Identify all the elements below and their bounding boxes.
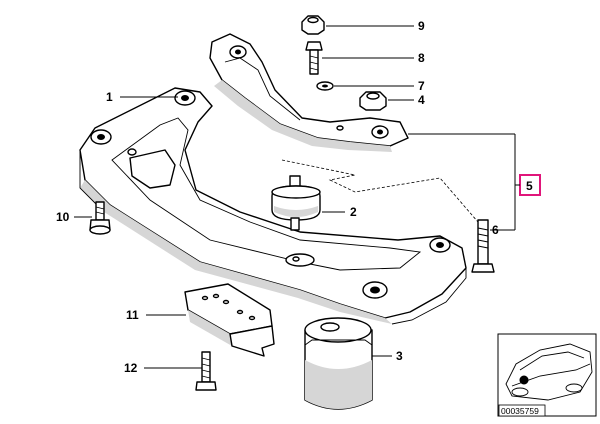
part-7-washer[interactable] [316, 81, 334, 91]
part-5-bracket[interactable] [209, 33, 479, 223]
part-10-bolt[interactable] [89, 201, 111, 235]
callout-10: 10 [56, 210, 70, 224]
part-6-bolt[interactable] [471, 219, 495, 273]
part-1-crossmember[interactable] [79, 87, 467, 325]
callout-1: 1 [106, 90, 113, 104]
location-marker-icon [519, 375, 529, 385]
callout-12: 12 [124, 361, 138, 375]
callout-7: 7 [418, 79, 425, 93]
part-8-bolt[interactable] [305, 41, 323, 75]
callout-8: 8 [418, 51, 425, 65]
part-2-rubber-mount[interactable] [271, 175, 321, 231]
callout-11: 11 [126, 308, 139, 322]
callout-3: 3 [396, 349, 403, 363]
callout-leaders [74, 25, 516, 369]
callout-9: 9 [418, 19, 425, 33]
callout-6: 6 [492, 223, 499, 237]
callout-5[interactable]: 5 [526, 179, 533, 193]
part-12-screw[interactable] [195, 351, 217, 391]
callout-2: 2 [350, 205, 357, 219]
diagram-id: 00035759 [501, 406, 539, 416]
vehicle-location-thumbnail[interactable] [497, 333, 597, 417]
part-9-nut[interactable] [301, 15, 325, 35]
diagram-id-box [498, 404, 546, 417]
callout-4: 4 [418, 93, 425, 107]
part-11-support-rail[interactable] [184, 283, 275, 357]
part-4-nut[interactable] [359, 91, 387, 111]
part-3-bushing[interactable] [304, 317, 373, 410]
